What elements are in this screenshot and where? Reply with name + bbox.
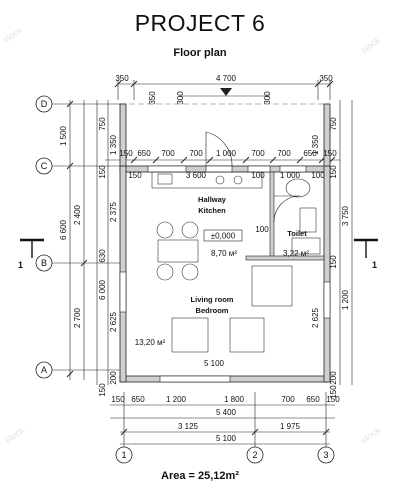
svg-text:150: 150 [111, 395, 125, 404]
dim-left-630: 630 [98, 249, 107, 263]
dim-toilet-100a: 100 [251, 171, 265, 180]
dim-right-3750: 3 750 [341, 205, 350, 226]
dim-right-1200: 1 200 [341, 289, 350, 310]
svg-text:700: 700 [281, 395, 295, 404]
axis-bubble-a [35, 361, 53, 379]
dim-right-750: 750 [329, 117, 338, 131]
living-area: 13,20 м² [135, 338, 166, 347]
dim-right-200: 200 [329, 371, 338, 385]
svg-text:700: 700 [189, 149, 203, 158]
svg-text:150: 150 [323, 149, 337, 158]
axis-bubble-3 [317, 446, 335, 464]
kitchen-area: 8,70 м² [211, 249, 237, 258]
axis-label-2: 2 [252, 450, 257, 460]
svg-text:1 000: 1 000 [216, 149, 237, 158]
dim-row-c: 150 650 700 700 1 000 700 700 650 150 [119, 149, 337, 158]
axis-bubble-1 [115, 446, 133, 464]
room-label-bedroom: Bedroom [196, 306, 229, 315]
dim-kitchen-3600: 3 600 [186, 171, 207, 180]
dim-left-1350: 1 350 [109, 134, 118, 155]
svg-text:700: 700 [251, 149, 265, 158]
dim-top-300b: 300 [263, 91, 272, 105]
axis-label-b: B [41, 258, 47, 268]
dim-left-2625: 2 625 [109, 311, 118, 332]
svg-text:1 800: 1 800 [224, 395, 245, 404]
svg-text:150: 150 [119, 149, 133, 158]
walls [119, 103, 331, 383]
dim-left-150a: 150 [98, 165, 107, 179]
dim-toilet-1000: 1 000 [280, 171, 301, 180]
dim-right-1350: 1 350 [311, 134, 320, 155]
svg-text:150: 150 [326, 395, 340, 404]
svg-text:700: 700 [277, 149, 291, 158]
dim-right-150c: 150 [329, 385, 338, 399]
section-marker-left [20, 238, 44, 258]
dim-left-2700: 2 700 [73, 307, 82, 328]
axis-bubble-d [35, 95, 53, 113]
dim-bottom-row: 150 650 1 200 1 800 700 650 150 [111, 395, 340, 404]
svg-text:650: 650 [131, 395, 145, 404]
dim-inner-5100: 5 100 [204, 359, 225, 368]
dim-left-1500: 1 500 [59, 125, 68, 146]
dim-left-200: 200 [109, 371, 118, 385]
dim-left-6600: 6 600 [59, 219, 68, 240]
dim-left-6000: 6 000 [98, 279, 107, 300]
room-label-hallway: Hallway [198, 195, 227, 204]
dim-toilet-100b: 100 [311, 171, 325, 180]
dim-left-750: 750 [98, 117, 107, 131]
axis-bubble-b [35, 254, 53, 272]
svg-text:700: 700 [161, 149, 175, 158]
room-label-living: Living room [191, 295, 234, 304]
section-label-left: 1 [18, 260, 23, 270]
axis-bubble-2 [246, 446, 264, 464]
dim-bottom-3125: 3 125 [178, 422, 199, 431]
level-mark-box [203, 229, 243, 242]
level-mark: ±0,000 [211, 232, 236, 241]
dim-left-2375: 2 375 [109, 201, 118, 222]
dim-inner-100: 100 [255, 225, 269, 234]
furniture [151, 171, 321, 353]
axis-bubble-c [35, 157, 53, 175]
dim-top-total: 4 700 [216, 74, 237, 83]
axis-label-d: D [41, 99, 48, 109]
dim-top-right: 350 [319, 74, 333, 83]
svg-text:650: 650 [306, 395, 320, 404]
dim-left-2400: 2 400 [73, 204, 82, 225]
page-title: PROJECT 6 [134, 10, 266, 36]
dim-top-350: 350 [148, 91, 157, 105]
dim-top-300a: 300 [176, 91, 185, 105]
toilet-area: 3,22 м² [283, 249, 309, 258]
axis-label-3: 3 [323, 450, 328, 460]
total-area: Area = 25,12m² [161, 470, 239, 482]
dim-left-150b: 150 [98, 383, 107, 397]
svg-text:650: 650 [137, 149, 151, 158]
svg-text:1 200: 1 200 [166, 395, 187, 404]
svg-text:650: 650 [303, 149, 317, 158]
entrance-arrow [220, 88, 232, 96]
dim-top-left: 350 [115, 74, 129, 83]
dim-right-2625: 2 625 [311, 307, 320, 328]
dim-bottom-1975: 1 975 [280, 422, 301, 431]
axis-label-a: A [41, 365, 47, 375]
page-subtitle: Floor plan [173, 47, 227, 59]
section-label-right: 1 [372, 260, 377, 270]
room-label-toilet: Toilet [287, 229, 307, 238]
axis-label-1: 1 [121, 450, 126, 460]
dim-right-150a: 150 [329, 165, 338, 179]
axis-label-c: C [41, 161, 48, 171]
dim-bottom-5400: 5 400 [216, 408, 237, 417]
dim-right-150b: 150 [329, 255, 338, 269]
dim-bottom-5100: 5 100 [216, 434, 237, 443]
room-label-kitchen: Kitchen [198, 206, 226, 215]
dim-inner-150: 150 [128, 171, 142, 180]
section-marker-right [354, 238, 378, 258]
